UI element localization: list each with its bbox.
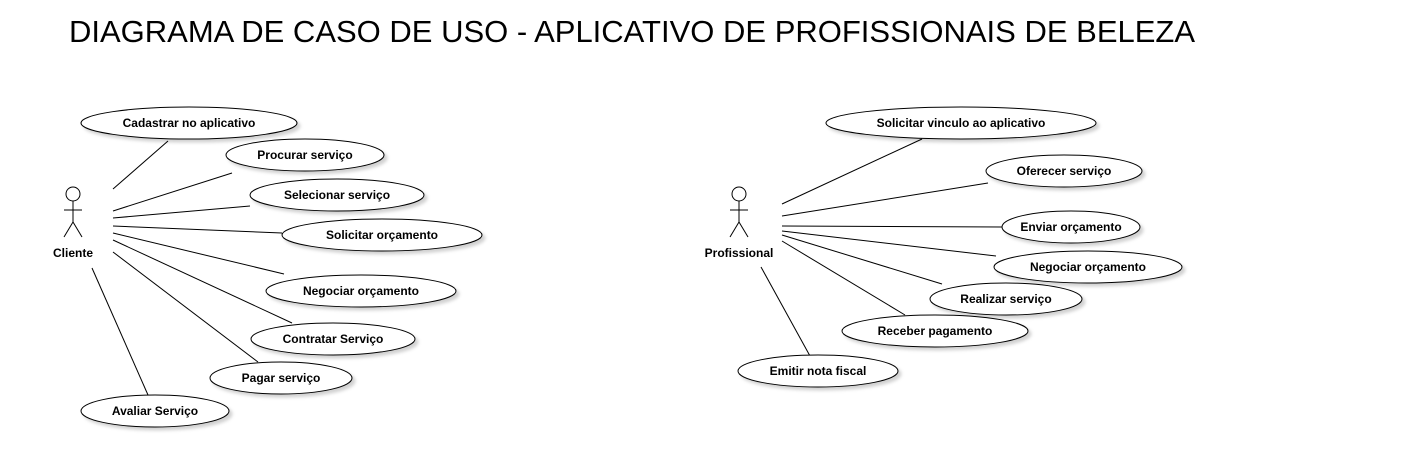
cliente-associations xyxy=(91,140,293,396)
use-case-ellipse xyxy=(929,282,1083,316)
use-case-label: Enviar orçamento xyxy=(1020,220,1121,234)
association-line xyxy=(781,138,923,205)
use-case-label: Realizar serviço xyxy=(960,292,1051,306)
use-case-ellipse xyxy=(249,178,425,212)
use-case-ellipse xyxy=(841,314,1029,348)
actor-head xyxy=(65,186,81,202)
association-line xyxy=(781,225,1003,228)
use-case-label: Pagar serviço xyxy=(242,371,321,385)
use-case-ellipse xyxy=(825,106,1097,140)
use-case-label: Receber pagamento xyxy=(878,324,993,338)
use-case-enviar-orcamento[interactable]: Enviar orçamento xyxy=(1001,210,1141,244)
association-line xyxy=(781,240,906,316)
use-case-ellipse xyxy=(80,106,298,140)
use-case-negociar-orcamento-profissional[interactable]: Negociar orçamento xyxy=(993,250,1183,284)
use-case-label: Cadastrar no aplicativo xyxy=(123,116,256,130)
use-case-ellipse xyxy=(1001,210,1141,244)
use-case-emitir-nota[interactable]: Emitir nota fiscal xyxy=(737,354,899,388)
use-case-ellipse xyxy=(265,274,457,308)
use-case-label: Contratar Serviço xyxy=(283,332,384,346)
use-case-label: Negociar orçamento xyxy=(303,284,419,298)
use-case-label: Negociar orçamento xyxy=(1030,260,1146,274)
association-line xyxy=(760,266,811,357)
association-line xyxy=(112,140,169,190)
actor-cliente-label: Cliente xyxy=(53,246,93,260)
actor-leg xyxy=(63,221,74,238)
use-case-solicitar-orcamento[interactable]: Solicitar orçamento xyxy=(281,218,483,252)
association-line xyxy=(91,267,149,396)
profissional-associations xyxy=(760,138,1003,357)
use-case-label: Solicitar vinculo ao aplicativo xyxy=(877,116,1046,130)
actor-profissional[interactable] xyxy=(729,186,749,238)
association-line xyxy=(112,225,283,234)
actor-leg xyxy=(729,221,740,238)
actor-profissional-label: Profissional xyxy=(705,246,774,260)
diagram-title: DIAGRAMA DE CASO DE USO - APLICATIVO DE … xyxy=(69,14,1196,49)
use-case-pagar[interactable]: Pagar serviço xyxy=(209,361,353,395)
use-case-ellipse xyxy=(985,154,1143,188)
use-case-ellipse xyxy=(250,322,416,356)
use-case-label: Procurar serviço xyxy=(257,148,352,162)
use-case-negociar-orcamento-cliente[interactable]: Negociar orçamento xyxy=(265,274,457,308)
association-line xyxy=(112,239,293,324)
use-case-cadastrar[interactable]: Cadastrar no aplicativo xyxy=(80,106,298,140)
use-case-ellipse xyxy=(281,218,483,252)
use-case-solicitar-vinculo[interactable]: Solicitar vinculo ao aplicativo xyxy=(825,106,1097,140)
association-line xyxy=(781,230,997,257)
use-case-receber-pagamento[interactable]: Receber pagamento xyxy=(841,314,1029,348)
use-case-label: Emitir nota fiscal xyxy=(770,364,867,378)
use-case-selecionar[interactable]: Selecionar serviço xyxy=(249,178,425,212)
use-case-avaliar[interactable]: Avaliar Serviço xyxy=(80,394,230,428)
association-line xyxy=(112,251,259,363)
association-line xyxy=(112,172,233,212)
use-case-realizar[interactable]: Realizar serviço xyxy=(929,282,1083,316)
association-line xyxy=(781,182,989,217)
association-line xyxy=(112,232,285,275)
use-case-ellipse xyxy=(225,138,385,172)
use-case-oferecer[interactable]: Oferecer serviço xyxy=(985,154,1143,188)
use-case-ellipse xyxy=(80,394,230,428)
actor-cliente[interactable] xyxy=(63,186,83,238)
association-line xyxy=(112,205,251,219)
use-case-ellipse xyxy=(993,250,1183,284)
use-case-ellipse xyxy=(737,354,899,388)
use-case-label: Avaliar Serviço xyxy=(112,404,198,418)
use-case-label: Solicitar orçamento xyxy=(326,228,438,242)
actor-leg xyxy=(72,221,83,238)
use-case-label: Oferecer serviço xyxy=(1017,164,1112,178)
use-case-procurar[interactable]: Procurar serviço xyxy=(225,138,385,172)
association-line xyxy=(781,234,943,285)
actor-head xyxy=(731,186,747,202)
use-case-ellipse xyxy=(209,361,353,395)
use-case-label: Selecionar serviço xyxy=(284,188,390,202)
actor-leg xyxy=(738,221,749,238)
use-case-contratar[interactable]: Contratar Serviço xyxy=(250,322,416,356)
